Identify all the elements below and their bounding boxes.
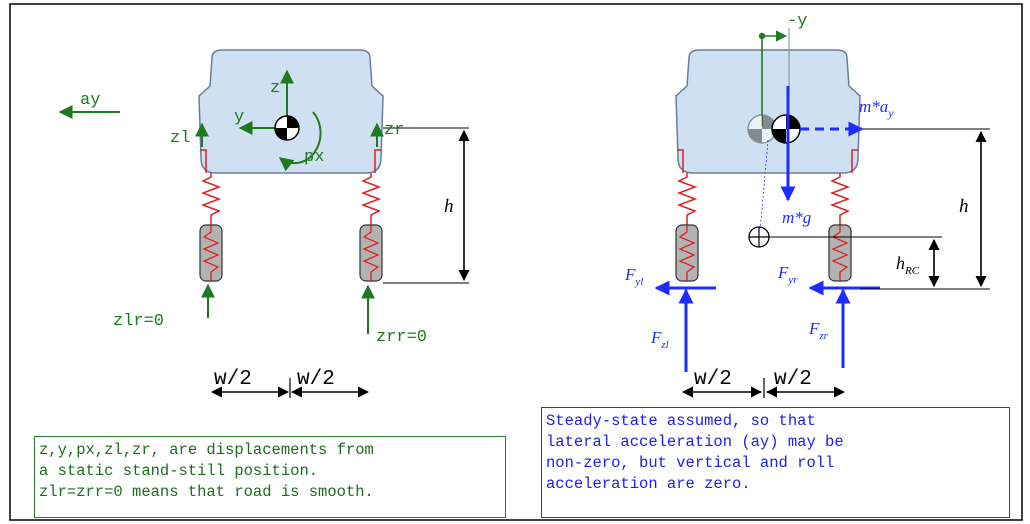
left-vehicle-body <box>198 49 384 174</box>
roll-center-symbol <box>748 226 770 248</box>
right-bracket-right <box>851 149 858 173</box>
right-w-label-right: w/2 <box>774 368 812 391</box>
note-box-right: Steady-state assumed, so that lateral ac… <box>541 407 1010 518</box>
note-right-line-2: lateral acceleration (ay) may be <box>546 433 844 451</box>
ghost-cog-symbol <box>747 114 777 144</box>
left-w-label-left: w/2 <box>214 368 252 391</box>
fyr-label-base: F <box>777 263 789 282</box>
hrc-label: hRC <box>896 253 920 277</box>
fyr-label: Fyr <box>777 263 798 286</box>
neg-y-anchor-dot <box>758 32 766 40</box>
fzl-label-sub: zl <box>660 339 668 351</box>
hrc-label-sub: RC <box>904 265 920 277</box>
left-bracket-left <box>200 149 207 173</box>
hrc-label-base: h <box>896 253 905 273</box>
fzr-label-sub: zr <box>818 330 828 342</box>
right-h-label: h <box>959 196 969 217</box>
fyr-label-sub: yr <box>787 274 798 286</box>
left-cog-symbol <box>274 115 300 141</box>
left-wheel-left-spring <box>202 225 220 282</box>
right-vehicle-body <box>675 49 861 174</box>
right-wheel-right-spring <box>831 225 849 282</box>
right-diagram: -y m*ay m*g h hRC Fyl Fyr Fzl Fzr w/2 w/… <box>624 12 990 398</box>
may-label: m*ay <box>859 97 894 120</box>
note-right-line-3: non-zero, but vertical and roll <box>546 454 835 472</box>
right-cog-symbol <box>771 114 801 144</box>
fzr-label: Fzr <box>808 319 829 342</box>
outer-border <box>9 3 1023 521</box>
zr-label: zr <box>384 121 404 140</box>
right-bracket-left <box>677 149 684 173</box>
right-w-label-left: w/2 <box>694 368 732 391</box>
note-right-line-1: Steady-state assumed, so that <box>546 412 816 430</box>
fyl-label-sub: yl <box>634 276 643 288</box>
note-left-line-1: z,y,px,zl,zr, are displacements from <box>39 441 374 459</box>
neg-y-label: -y <box>787 12 807 31</box>
zrr-label: zrr=0 <box>376 328 427 347</box>
left-w-label-right: w/2 <box>297 368 335 391</box>
note-right-line-4: acceleration are zero. <box>546 475 751 493</box>
fyl-label-base: F <box>624 265 636 284</box>
zl-label: zl <box>170 129 190 148</box>
left-diagram: ay z y zl zr px h zlr=0 zrr=0 w/2 w/2 <box>58 49 470 398</box>
note-left-line-3: zlr=zrr=0 means that road is smooth. <box>39 483 374 501</box>
ay-label: ay <box>80 91 100 110</box>
px-label: px <box>304 148 324 167</box>
left-spring-right <box>360 173 382 225</box>
mg-label: m*g <box>782 208 811 227</box>
note-box-left: z,y,px,zl,zr, are displacements from a s… <box>34 436 506 518</box>
fzl-label: Fzl <box>650 328 669 351</box>
cog-to-roll-center-line <box>759 139 769 233</box>
right-spring-left <box>676 173 698 225</box>
fzl-label-base: F <box>650 328 662 347</box>
fzr-label-base: F <box>808 319 820 338</box>
right-wheel-left-spring <box>678 225 696 282</box>
px-rotation-arrow <box>278 111 322 172</box>
left-h-label: h <box>444 196 454 217</box>
may-label-sub: y <box>887 106 894 120</box>
right-spring-right <box>829 173 851 225</box>
fyl-label: Fyl <box>624 265 643 288</box>
zlr-label: zlr=0 <box>113 312 164 331</box>
may-label-base: m*a <box>859 97 888 116</box>
left-bracket-right <box>374 149 381 173</box>
left-spring-left <box>200 173 222 225</box>
y-label: y <box>234 108 244 127</box>
note-left-line-2: a static stand-still position. <box>39 462 319 480</box>
left-wheel-right-spring <box>362 225 380 282</box>
z-label: z <box>270 79 280 98</box>
